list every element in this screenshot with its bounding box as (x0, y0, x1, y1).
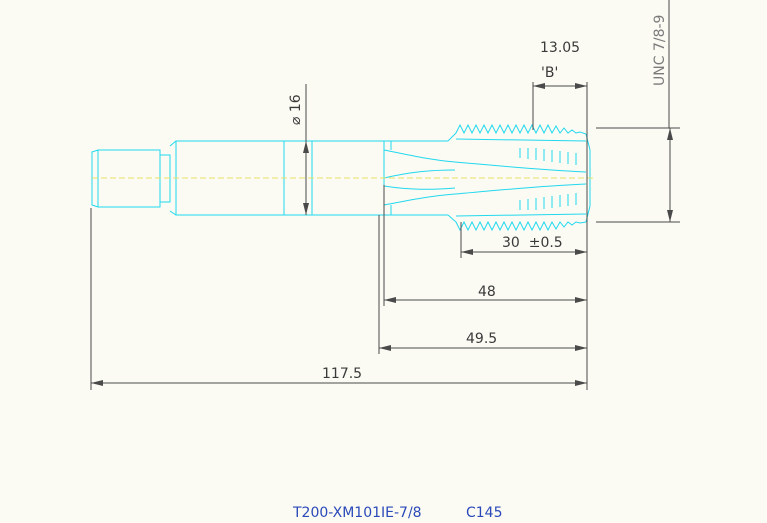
dim-49-5: 49.5 (466, 331, 497, 347)
dim-thread-length: 30 ±0.5 (502, 235, 563, 251)
dim-b-length: 13.05 (540, 40, 580, 56)
dim-b-label: 'B' (541, 65, 558, 81)
tap-body-outline (91, 132, 457, 223)
dim-overall-length: 117.5 (322, 366, 362, 382)
dim-shank-diameter: ⌀ 16 (288, 94, 304, 125)
thread-spec: UNC 7/8-9 (652, 15, 668, 86)
part-number: T200-XM101IE-7/8 (292, 505, 422, 521)
dim-48: 48 (478, 284, 496, 300)
material-code: C145 (466, 505, 503, 521)
thread-section (454, 123, 591, 232)
dimension-lines (90, 0, 680, 390)
